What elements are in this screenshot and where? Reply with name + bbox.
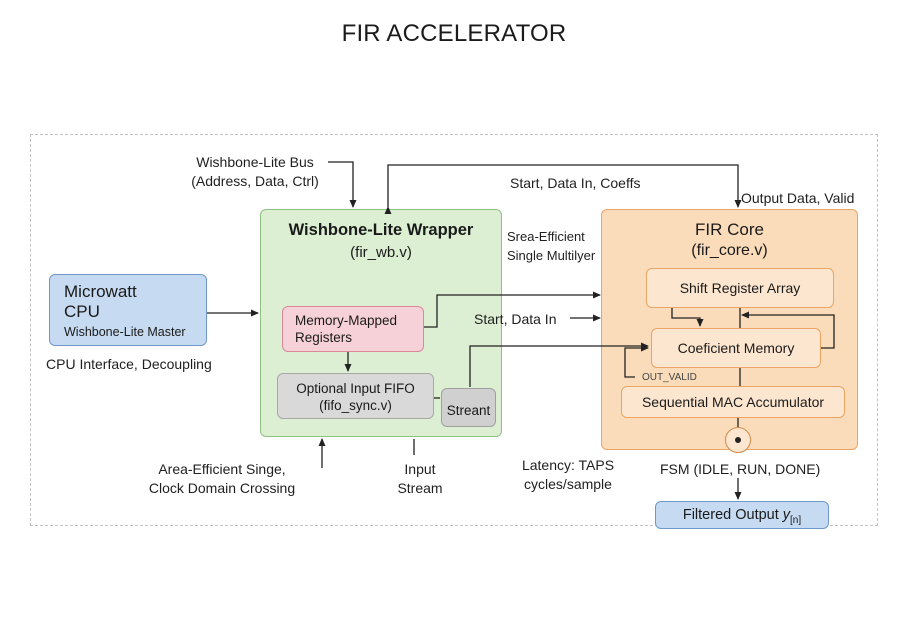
stream-to-coef-arrow — [469, 342, 649, 387]
cdc-line1: Area-Efficient Singe, — [158, 461, 286, 477]
cdc-line2: Clock Domain Crossing — [148, 480, 296, 496]
shift-to-coef-arrow — [671, 308, 704, 327]
shift-register-block — [646, 268, 834, 308]
cpu-subtitle: Wishbone-Lite Master — [64, 325, 186, 339]
accelerator-boundary — [30, 134, 878, 526]
cpu-title-line2: CPU — [64, 302, 100, 321]
bus-label-line2: (Address, Data, Ctrl) — [191, 173, 319, 189]
mac-accumulator-block — [621, 386, 845, 418]
cdc-label: Area-Efficient Singe, Clock Domain Cross… — [132, 460, 312, 498]
wrapper-to-core-top-arrow — [384, 164, 742, 214]
fifo-label: Optional Input FIFO (fifo_sync.v) — [277, 380, 434, 414]
cpu-title: Microwatt CPU — [64, 282, 137, 322]
stream-block — [441, 388, 496, 427]
area-efficient-line2: Single Multilyer — [507, 248, 596, 263]
mac-accumulator-label: Sequential MAC Accumulator — [641, 394, 825, 410]
mmr-line2: Registers — [295, 330, 353, 345]
area-efficient-line1: Srea-Efficient — [507, 229, 585, 244]
area-efficient-label: Srea-Efficient Single Multilyer — [507, 227, 595, 265]
stream-label: Streant — [446, 403, 491, 418]
bus-label-line1: Wishbone-Lite Bus — [196, 154, 314, 170]
fsm-label: FSM (IDLE, RUN, DONE) — [660, 461, 821, 477]
latency-line2: cycles/sample — [524, 476, 612, 492]
bus-label: Wishbone-Lite Bus (Address, Data, Ctrl) — [170, 153, 340, 191]
fifo-line2: (fifo_sync.v) — [319, 398, 392, 413]
filtered-output-label: Filtered Output y[n] — [655, 507, 829, 526]
mmr-label: Memory-Mapped Registers — [295, 312, 423, 346]
latency-label: Latency: TAPS cycles/sample — [508, 456, 628, 494]
fifo-line1: Optional Input FIFO — [296, 381, 415, 396]
filtered-output-var: y — [782, 507, 791, 523]
cpu-title-line1: Microwatt — [64, 282, 137, 301]
coef-feedback-arrow — [741, 311, 835, 349]
filtered-output-block — [655, 501, 829, 529]
diagram-title: FIR ACCELERATOR — [341, 20, 567, 47]
latency-line1: Latency: TAPS — [521, 457, 615, 473]
summing-node-dot — [735, 437, 741, 443]
coefficient-memory-block — [651, 328, 821, 368]
input-stream-label: Input Stream — [380, 460, 460, 498]
output-data-valid-label: Output Data, Valid — [741, 190, 855, 206]
input-stream-line1: Input — [404, 461, 436, 477]
out-valid-loop — [624, 344, 649, 378]
wrapper-title: Wishbone-Lite Wrapper — [288, 221, 474, 239]
coefficient-memory-label: Coeficient Memory — [677, 340, 795, 356]
cpu-block — [49, 274, 207, 346]
core-title: FIR Core — [695, 220, 764, 239]
input-fifo-block — [277, 373, 434, 419]
shift-register-label: Shift Register Array — [679, 280, 801, 296]
input-stream-line2: Stream — [397, 480, 443, 496]
filtered-output-subscript: [n] — [790, 514, 802, 526]
out-valid-label: OUT_VALID — [640, 372, 699, 383]
start-data-coeffs-label: Start, Data In, Coeffs — [510, 175, 641, 191]
start-data-in-label: Start, Data In — [474, 311, 557, 327]
cpu-caption: CPU Interface, Decoupling — [46, 356, 212, 372]
memory-mapped-registers-block — [282, 306, 424, 352]
core-file: (fir_core.v) — [691, 242, 768, 259]
wrapper-file: (fir_wb.v) — [350, 244, 412, 261]
mmr-line1: Memory-Mapped — [295, 313, 398, 328]
filtered-output-prefix: Filtered Output — [682, 507, 783, 523]
mmr-to-core-arrow — [424, 291, 601, 328]
bus-to-wrapper-arrow — [328, 161, 357, 208]
